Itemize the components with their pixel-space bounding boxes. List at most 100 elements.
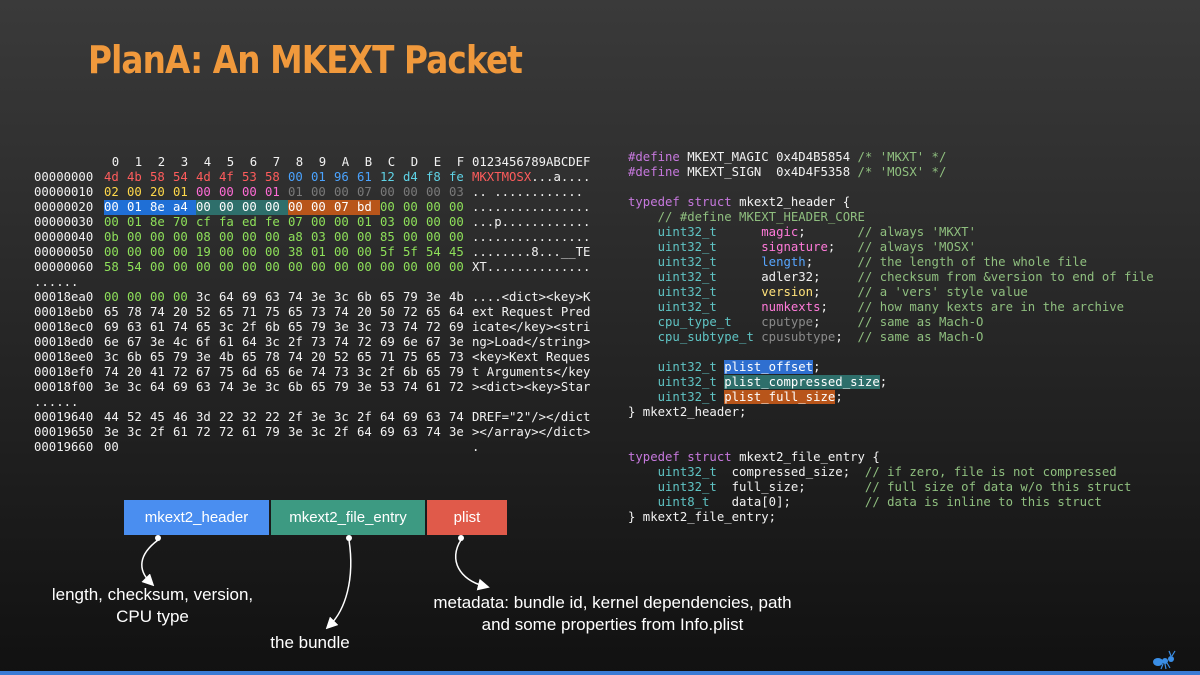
hex-byte: 00 bbox=[334, 185, 349, 199]
code-line: #define MKEXT_MAGIC 0x4D4B5854 /* 'MKXT'… bbox=[628, 150, 1154, 165]
hex-byte: 00 bbox=[288, 200, 311, 215]
ascii-segment: ><dict><key>Star bbox=[472, 380, 591, 394]
hex-byte: 65 bbox=[426, 365, 441, 379]
hex-byte: 65 bbox=[426, 305, 441, 319]
hex-byte: 00 bbox=[403, 230, 418, 244]
code-token: cputype bbox=[761, 315, 814, 329]
hex-byte: 64 bbox=[449, 305, 464, 319]
hex-byte: 73 bbox=[334, 365, 349, 379]
hex-column-header: 5 bbox=[226, 155, 235, 169]
hex-byte: 73 bbox=[380, 320, 395, 334]
ascii-segment: ...p............ bbox=[472, 215, 591, 229]
hex-byte: 00 bbox=[426, 215, 441, 229]
hex-byte: 00 bbox=[196, 260, 211, 274]
hex-byte: 3c bbox=[311, 425, 326, 439]
hex-ascii: ext Request Pred bbox=[472, 305, 590, 320]
code-token: typedef struct bbox=[628, 450, 740, 464]
hex-byte: 00 bbox=[242, 200, 265, 215]
arrow-start-dot bbox=[346, 535, 352, 541]
hex-byte: 00 bbox=[173, 245, 188, 259]
code-line: uint32_t signature; // always 'MOSX' bbox=[628, 240, 1154, 255]
hex-byte: 78 bbox=[265, 350, 280, 364]
hex-byte: 50 bbox=[380, 305, 395, 319]
hex-byte: 00 bbox=[357, 245, 372, 259]
hex-byte: 4b bbox=[219, 350, 234, 364]
ascii-segment: MKXTMOSX bbox=[472, 170, 532, 184]
hex-byte: 07 bbox=[288, 215, 303, 229]
hex-byte: 4d bbox=[196, 170, 211, 184]
hex-byte: 71 bbox=[380, 350, 395, 364]
code-token: uint32_t bbox=[628, 375, 725, 389]
code-token: plist_offset bbox=[724, 360, 814, 374]
hex-byte: 00 bbox=[150, 245, 165, 259]
hex-byte: 08 bbox=[196, 230, 211, 244]
hex-byte: 61 bbox=[242, 425, 257, 439]
hex-byte: 38 bbox=[288, 245, 303, 259]
hex-byte: 3c bbox=[357, 365, 372, 379]
hex-byte: 65 bbox=[150, 350, 165, 364]
hex-byte: 4d bbox=[104, 170, 119, 184]
hex-byte: 67 bbox=[196, 365, 211, 379]
arrow-start-dot bbox=[155, 535, 161, 541]
code-token: numkexts bbox=[761, 300, 821, 314]
code-token: ; bbox=[798, 225, 858, 239]
hex-byte: 74 bbox=[334, 305, 349, 319]
hex-byte: 74 bbox=[403, 380, 418, 394]
hex-byte: 20 bbox=[127, 365, 142, 379]
hex-byte: 03 bbox=[449, 185, 464, 199]
hex-byte: 00 bbox=[104, 290, 119, 304]
code-token: cpusubtype bbox=[761, 330, 836, 344]
hex-bytes: 00 bbox=[104, 440, 472, 455]
hex-byte: 00 bbox=[104, 215, 119, 229]
ascii-segment: ................ bbox=[472, 230, 591, 244]
hex-byte: 00 bbox=[311, 185, 326, 199]
code-token: typedef struct bbox=[628, 195, 740, 209]
hex-byte: 03 bbox=[311, 230, 326, 244]
hex-byte: 75 bbox=[219, 365, 234, 379]
hex-byte: 45 bbox=[449, 245, 464, 259]
hex-byte: 3c bbox=[265, 380, 280, 394]
hex-byte: 00 bbox=[150, 230, 165, 244]
hex-byte: 20 bbox=[173, 305, 188, 319]
hex-ascii: ></array></dict> bbox=[472, 425, 590, 440]
hex-byte: 63 bbox=[426, 410, 441, 424]
code-line: uint32_t full_size; // full size of data… bbox=[628, 480, 1154, 495]
hex-byte: 3e bbox=[150, 335, 165, 349]
plist-note: metadata: bundle id, kernel dependencies… bbox=[395, 592, 830, 636]
header-note-line2: CPU type bbox=[116, 607, 189, 626]
hex-byte: 79 bbox=[403, 290, 418, 304]
hex-byte: 00 bbox=[242, 185, 257, 199]
hex-byte: 74 bbox=[219, 380, 234, 394]
code-token: // always 'MOSX' bbox=[857, 240, 976, 254]
hex-byte: 6e bbox=[104, 335, 119, 349]
hex-column-header: 7 bbox=[272, 155, 281, 169]
hex-byte: 2f bbox=[334, 425, 349, 439]
hex-byte: 75 bbox=[265, 305, 280, 319]
code-token: mkext2_header { bbox=[739, 195, 851, 209]
ascii-segment: ext Request Pred bbox=[472, 305, 591, 319]
hex-byte: 00 bbox=[219, 230, 234, 244]
hex-byte: 00 bbox=[242, 230, 257, 244]
code-token: mkext2_file_entry { bbox=[739, 450, 880, 464]
hex-byte: 3d bbox=[196, 410, 211, 424]
hex-byte: 00 bbox=[426, 230, 441, 244]
hex-byte: 69 bbox=[380, 425, 395, 439]
hex-byte: 54 bbox=[426, 245, 441, 259]
hex-byte: 32 bbox=[242, 410, 257, 424]
code-token: // if zero, file is not compressed bbox=[864, 465, 1117, 479]
code-token: // same as Mach-O bbox=[857, 330, 984, 344]
hex-byte: d4 bbox=[403, 170, 418, 184]
code-token: uint8_t bbox=[628, 495, 732, 509]
hex-byte: 79 bbox=[265, 425, 280, 439]
code-token: // a 'vers' style value bbox=[857, 285, 1028, 299]
